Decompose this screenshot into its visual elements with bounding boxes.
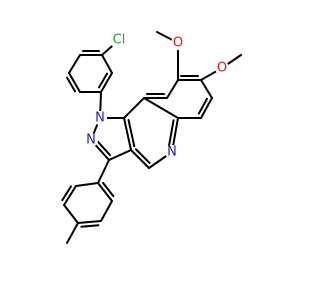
bond-c3a-c9b: [123, 117, 132, 151]
bond-ar2-3: [77, 220, 102, 224]
bond-ar2-3-inner: [80, 224, 100, 228]
bond-ar1-5-inner: [98, 72, 109, 89]
atom-o2-background: [215, 61, 229, 75]
atom-label-n1: N: [95, 111, 105, 126]
bond-c3a-c9b-inner: [127, 119, 136, 148]
atom-n2-background: [84, 133, 98, 147]
bond-c9-c8: [166, 79, 179, 99]
atom-o1-background: [171, 36, 185, 50]
bond-c6-c4b-inner: [197, 97, 209, 115]
bond-n2-c3-inner: [94, 138, 111, 157]
bond-ar1-3-inner: [66, 76, 77, 93]
bond-ar1-2: [68, 54, 81, 74]
bond-ar2-5: [63, 185, 77, 206]
bond-c6-c4b: [200, 97, 213, 119]
atom-label-n5: N: [167, 145, 177, 160]
bond-c4a-n5-inner: [167, 119, 175, 150]
bond-c7-c6: [200, 79, 213, 99]
bond-ar2-2: [100, 200, 113, 222]
atom-cl-background: [110, 31, 128, 49]
bond-ar2-6: [75, 182, 99, 187]
bond-ar1-5: [100, 72, 113, 93]
bond-ar2-5-inner: [61, 185, 73, 202]
bond-ar1-3: [68, 72, 81, 93]
bond-ar2-1: [97, 182, 113, 202]
atom-n5-background: [165, 145, 179, 159]
bond-c4-c3a-inner: [134, 148, 151, 165]
bond-c9b-c9a: [123, 97, 145, 119]
bond-c3-c3a: [108, 149, 132, 161]
bond-c3-tolyl: [97, 159, 110, 184]
bond-ar2-1-inner: [101, 181, 115, 198]
atom-label-o2: O: [217, 61, 227, 76]
bond-c4-c3a: [130, 149, 150, 169]
atom-label-n2: N: [86, 133, 96, 148]
bond-tolyl-methyl: [66, 222, 79, 244]
bond-ar2-4: [63, 204, 79, 224]
atom-label-cl: Cl: [113, 33, 126, 48]
bond-ar1-6: [101, 54, 113, 74]
atom-n1-background: [93, 111, 107, 125]
atom-label-o1: O: [173, 36, 183, 51]
bond-c4a-c9a: [143, 97, 179, 119]
